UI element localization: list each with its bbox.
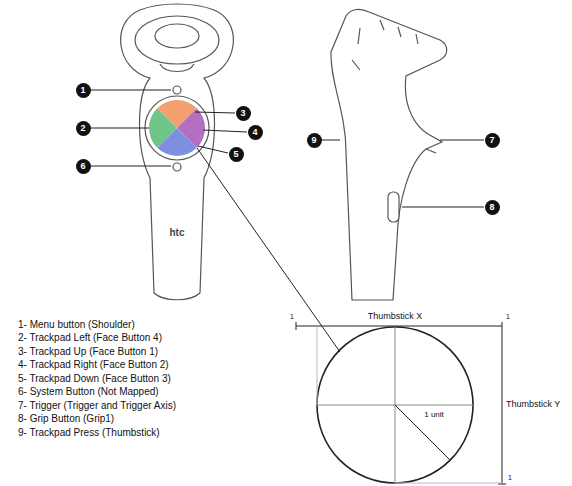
callout-number: 7 — [485, 133, 500, 148]
thumbstick-circle — [317, 327, 473, 483]
front-view — [121, 4, 234, 300]
dimension-line — [296, 326, 502, 327]
callout-number: 9 — [307, 133, 322, 148]
callout-number: 3 — [236, 106, 251, 121]
leader-line — [195, 112, 235, 113]
callout-number: 5 — [229, 147, 244, 162]
guide-line — [395, 483, 502, 484]
legend-line: 7- Trigger (Trigger and Trigger Axis) — [18, 400, 176, 411]
menu-button — [173, 86, 181, 94]
legend-line: 6- System Button (Not Mapped) — [18, 386, 159, 397]
guide-line — [317, 326, 318, 405]
legend-line: 5- Trackpad Down (Face Button 3) — [18, 373, 171, 384]
leader-line — [91, 166, 171, 167]
trackpad-left — [149, 108, 177, 148]
legend-line: 8- Grip Button (Grip1) — [18, 413, 114, 424]
leader-line — [91, 128, 149, 129]
callout-number: 6 — [76, 159, 91, 174]
trigger — [426, 149, 436, 153]
system-button — [173, 163, 181, 171]
legend-line: 9- Trackpad Press (Thumbstick) — [18, 427, 160, 438]
thumbstick-diagram — [296, 322, 506, 484]
callout-number: 4 — [248, 125, 263, 140]
legend-line: 2- Trackpad Left (Face Button 4) — [18, 332, 162, 343]
brand-logo: htc — [170, 227, 185, 238]
sensor-notches — [352, 20, 418, 70]
dimension-line — [502, 322, 503, 484]
leader-line — [198, 146, 228, 153]
trackpad-surround — [145, 96, 209, 160]
radius-line — [395, 405, 450, 460]
tracking-ring-inner — [155, 24, 199, 48]
dimension-value: 1 — [290, 313, 294, 321]
callout-number: 8 — [485, 200, 500, 215]
axis-label: Thumbstick Y — [506, 400, 560, 410]
leader-lines — [91, 90, 484, 352]
magnify-line — [197, 148, 340, 352]
dimension-tick — [296, 322, 297, 330]
legend-line: 3- Trackpad Up (Face Button 1) — [18, 346, 158, 357]
grip-button — [388, 192, 399, 222]
leader-line — [402, 207, 484, 208]
side-view — [331, 9, 447, 300]
axis-label: Thumbstick X — [368, 312, 423, 322]
tracking-ring — [135, 16, 219, 64]
leader-line — [91, 90, 171, 91]
controller-body — [121, 4, 234, 300]
ring-neck — [160, 64, 194, 72]
callout-number: 2 — [76, 121, 91, 136]
leader-line — [203, 130, 247, 132]
dimension-value: 1 — [506, 313, 510, 321]
legend-line: 4- Trackpad Right (Face Button 2) — [18, 359, 169, 370]
dimension-value: 1 unit — [424, 411, 444, 420]
dimension-tick — [498, 484, 506, 485]
legend-line: 1- Menu button (Shoulder) — [18, 319, 135, 330]
controller-side-body — [331, 9, 447, 300]
dimension-value: 1 — [508, 474, 512, 482]
callout-number: 1 — [76, 83, 91, 98]
leader-line — [440, 140, 484, 141]
leader-line — [322, 140, 340, 141]
